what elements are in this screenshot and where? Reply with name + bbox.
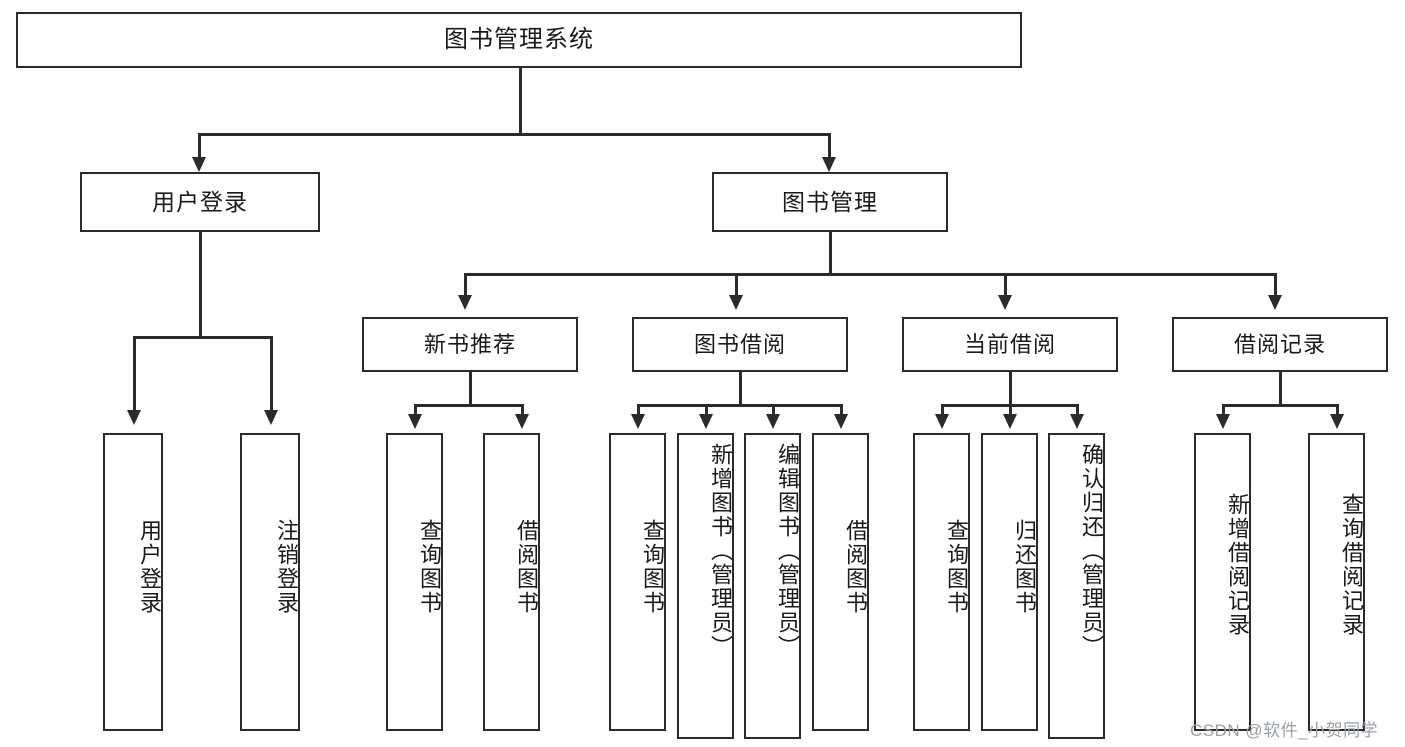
node-current-borrow[interactable]: 当前借阅	[902, 317, 1118, 372]
node-leaf-edit-book-admin[interactable]: 编辑图书（管理员）	[744, 433, 801, 739]
arrow-bm-to-new-book	[458, 295, 472, 310]
connector-br-to-leaf-2	[1336, 404, 1339, 416]
connector-root-to-book-management	[828, 133, 831, 159]
arrow-bm-to-borrow-record	[1268, 295, 1282, 310]
node-label: 新增图书（管理员）	[708, 443, 733, 659]
arrow-bb-to-leaf-2	[699, 414, 713, 429]
connector-borrow-record-bar	[1222, 404, 1338, 407]
connector-user-login-to-leaf-1	[133, 336, 136, 412]
node-label: 确认归还（管理员）	[1079, 443, 1104, 659]
connector-user-login-trunk	[199, 232, 202, 336]
arrow-bm-to-book-borrow	[729, 295, 743, 310]
connector-bb-to-leaf-2	[705, 404, 708, 416]
arrow-root-to-user-login	[192, 157, 206, 172]
node-leaf-confirm-return-admin[interactable]: 确认归还（管理员）	[1048, 433, 1105, 739]
arrow-br-to-leaf-1	[1216, 414, 1230, 429]
node-root-book-management-system[interactable]: 图书管理系统	[16, 12, 1022, 68]
arrow-bm-to-current-borrow	[998, 295, 1012, 310]
node-label: 归还图书	[1012, 519, 1037, 615]
node-label: 编辑图书（管理员）	[775, 443, 800, 659]
arrow-user-login-to-leaf-2	[264, 410, 278, 425]
node-borrow-record[interactable]: 借阅记录	[1172, 317, 1388, 372]
node-label: 新书推荐	[423, 331, 516, 357]
node-new-book-recommend[interactable]: 新书推荐	[362, 317, 578, 372]
node-label: 图书管理系统	[444, 26, 594, 54]
node-leaf-user-login[interactable]: 用户登录	[103, 433, 163, 731]
node-book-borrow[interactable]: 图书借阅	[632, 317, 848, 372]
connector-root-trunk	[519, 68, 522, 133]
arrow-new-book-to-leaf-2	[515, 414, 529, 429]
arrow-root-to-book-management	[822, 157, 836, 172]
arrow-cb-to-leaf-1	[935, 414, 949, 429]
connector-bb-to-leaf-4	[840, 404, 843, 416]
connector-bm-to-borrow-record	[1274, 273, 1277, 297]
connector-cb-to-leaf-2	[1009, 404, 1012, 416]
connector-book-borrow-bar	[637, 404, 840, 407]
connector-root-bar	[198, 133, 830, 136]
connector-book-borrow-trunk	[739, 372, 742, 404]
connector-user-login-to-leaf-2	[270, 336, 273, 412]
node-leaf-query-borrow-record[interactable]: 查询借阅记录	[1308, 433, 1365, 731]
connector-user-login-bar	[133, 336, 272, 339]
connector-new-book-to-leaf-1	[414, 404, 417, 416]
node-label: 图书借阅	[693, 331, 786, 357]
node-leaf-return-book[interactable]: 归还图书	[981, 433, 1038, 731]
node-leaf-query-book-recommend[interactable]: 查询图书	[386, 433, 443, 731]
node-leaf-query-book-current[interactable]: 查询图书	[913, 433, 970, 731]
arrow-user-login-to-leaf-1	[127, 410, 141, 425]
node-label: 查询借阅记录	[1339, 493, 1364, 637]
node-label: 借阅图书	[514, 519, 539, 615]
arrow-cb-to-leaf-3	[1070, 414, 1084, 429]
node-label: 借阅图书	[843, 519, 868, 615]
node-label: 查询图书	[944, 519, 969, 615]
node-user-login[interactable]: 用户登录	[80, 172, 320, 232]
connector-bb-to-leaf-3	[772, 404, 775, 416]
arrow-bb-to-leaf-4	[834, 414, 848, 429]
connector-new-book-bar	[414, 404, 524, 407]
node-label: 用户登录	[152, 188, 248, 215]
node-label: 查询图书	[640, 519, 665, 615]
connector-br-to-leaf-1	[1222, 404, 1225, 416]
connector-borrow-record-trunk	[1279, 372, 1282, 404]
connector-cb-to-leaf-1	[941, 404, 944, 416]
arrow-cb-to-leaf-2	[1003, 414, 1017, 429]
connector-book-management-bar	[464, 273, 1276, 276]
node-leaf-add-borrow-record[interactable]: 新增借阅记录	[1194, 433, 1251, 731]
connector-bm-to-new-book	[464, 273, 467, 297]
node-label: 借阅记录	[1233, 331, 1326, 357]
arrow-bb-to-leaf-3	[766, 414, 780, 429]
connector-bb-to-leaf-1	[637, 404, 640, 416]
node-label: 注销登录	[274, 519, 299, 615]
connector-current-borrow-trunk	[1009, 372, 1012, 404]
arrow-bb-to-leaf-1	[631, 414, 645, 429]
connector-bm-to-book-borrow	[735, 273, 738, 297]
connector-book-management-trunk	[829, 232, 832, 273]
connector-new-book-trunk	[469, 372, 472, 404]
node-leaf-logout[interactable]: 注销登录	[240, 433, 300, 731]
node-label: 图书管理	[782, 188, 878, 215]
node-leaf-query-book-borrow[interactable]: 查询图书	[609, 433, 666, 731]
node-label: 当前借阅	[963, 331, 1056, 357]
watermark-text: CSDN @软件_小贺同学	[1190, 721, 1379, 740]
connector-bm-to-current-borrow	[1004, 273, 1007, 297]
node-book-management[interactable]: 图书管理	[712, 172, 948, 232]
arrow-new-book-to-leaf-1	[408, 414, 422, 429]
node-leaf-borrow-book-recommend[interactable]: 借阅图书	[483, 433, 540, 731]
node-leaf-add-book-admin[interactable]: 新增图书（管理员）	[677, 433, 734, 739]
node-label: 查询图书	[417, 519, 442, 615]
connector-cb-to-leaf-3	[1076, 404, 1079, 416]
connector-root-to-user-login	[198, 133, 201, 159]
connector-new-book-to-leaf-2	[521, 404, 524, 416]
node-label: 新增借阅记录	[1225, 493, 1250, 637]
node-leaf-borrow-book[interactable]: 借阅图书	[812, 433, 869, 731]
arrow-br-to-leaf-2	[1330, 414, 1344, 429]
node-label: 用户登录	[137, 519, 162, 615]
